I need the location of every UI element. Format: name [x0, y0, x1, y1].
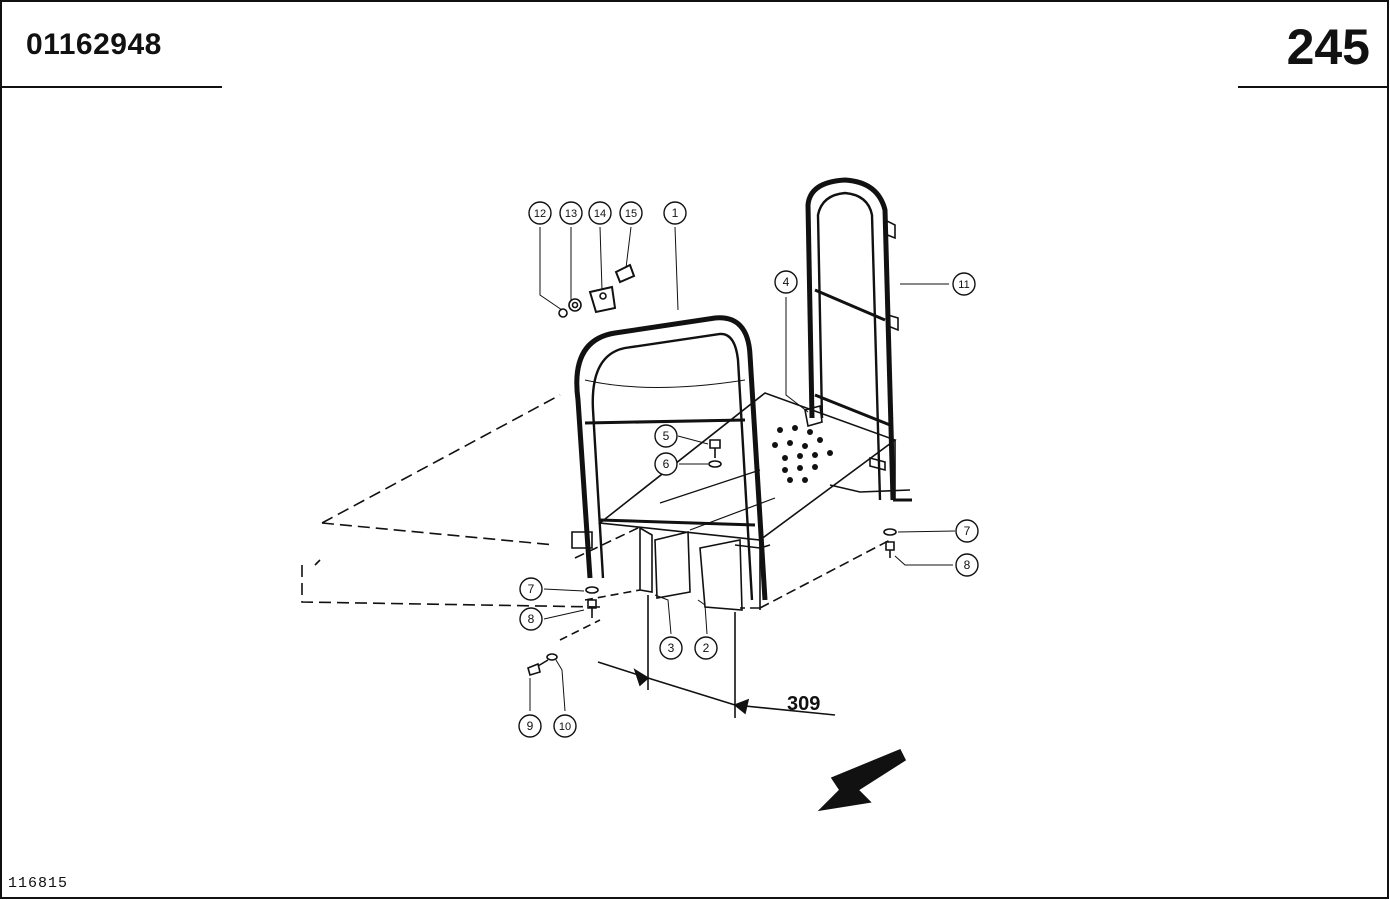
callout-label: 2 — [703, 641, 710, 655]
bracket-2-flange — [734, 544, 771, 549]
callout-label: 15 — [625, 208, 637, 220]
callout-circles — [518, 201, 979, 738]
front-handrail-perspective — [659, 469, 776, 531]
callout-12 — [528, 201, 552, 225]
callout-7-left — [519, 577, 543, 601]
callout-label: 8 — [528, 612, 535, 626]
rear-handrail-mount-plate — [869, 456, 886, 472]
callout-10 — [553, 714, 577, 738]
drawing-id: 116815 — [8, 875, 69, 892]
hardware-12-15 — [558, 263, 636, 318]
dimension-309 — [597, 595, 836, 718]
bolt-5 — [709, 439, 721, 458]
callout-label: 1 — [672, 206, 679, 220]
callout-label: 11 — [958, 279, 969, 291]
front-handrail-foot-bracket — [571, 531, 593, 549]
callout-label: 9 — [527, 719, 534, 733]
bolt-8-left — [587, 599, 597, 618]
callout-labels: 1 2 3 4 5 6 7 8 7 8 9 10 11 12 13 14 15 — [527, 206, 971, 733]
callout-label: 13 — [565, 208, 577, 220]
washer-7-right — [883, 528, 897, 536]
callout-11 — [952, 272, 976, 296]
bolt-8-right — [885, 541, 895, 558]
washer-6 — [708, 460, 722, 468]
rear-handrail-clips — [884, 218, 899, 332]
callout-label: 7 — [528, 582, 535, 596]
callout-8-right — [955, 553, 979, 577]
callout-3 — [659, 636, 683, 660]
callout-label: 4 — [783, 275, 790, 289]
callout-label: 14 — [594, 208, 606, 220]
callout-label: 5 — [663, 429, 670, 443]
bracket-4 — [804, 404, 823, 428]
callout-7-right — [955, 519, 979, 543]
base-outline-dashed — [574, 526, 891, 609]
rear-handrail-inner — [816, 191, 882, 501]
callout-6 — [654, 452, 678, 476]
rear-handrail-crossbars — [814, 288, 891, 427]
callout-label: 8 — [964, 558, 971, 572]
callout-8-left — [519, 607, 543, 631]
callout-2 — [694, 636, 718, 660]
bracket-3 — [639, 526, 653, 593]
callout-9 — [518, 714, 542, 738]
machine-outline-dashed — [301, 394, 601, 608]
platform-assembly — [301, 177, 956, 812]
rear-handrail-outer — [805, 177, 896, 501]
front-handrail-outer — [574, 315, 768, 601]
dimension-label: 309 — [787, 693, 821, 715]
callout-13 — [559, 201, 583, 225]
callout-4 — [774, 270, 798, 294]
callout-label: 3 — [668, 641, 675, 655]
washer-10 — [546, 653, 558, 661]
page-number: 245 — [1286, 19, 1370, 75]
callout-label: 12 — [534, 208, 546, 220]
bracket-2-plate — [654, 530, 691, 599]
leader-lines — [529, 226, 956, 712]
bracket-2-side — [699, 539, 743, 611]
washer-7-left — [585, 586, 599, 594]
floor-holes — [772, 425, 833, 483]
callout-5 — [654, 424, 678, 448]
floor-plate-support — [829, 484, 911, 493]
front-handrail-inner — [591, 332, 754, 601]
callout-label: 10 — [559, 721, 571, 733]
bolt-9 — [527, 659, 549, 676]
callout-14 — [588, 201, 612, 225]
direction-arrow — [817, 748, 907, 812]
fastener-guide-dashed — [559, 589, 641, 641]
front-handrail-crossbars — [584, 418, 756, 527]
front-handrail-glass-line — [584, 379, 746, 388]
callout-1 — [663, 201, 687, 225]
callout-15 — [619, 201, 643, 225]
part-number: 01162948 — [26, 28, 162, 61]
callout-label: 7 — [964, 524, 971, 538]
callout-label: 6 — [663, 457, 670, 471]
